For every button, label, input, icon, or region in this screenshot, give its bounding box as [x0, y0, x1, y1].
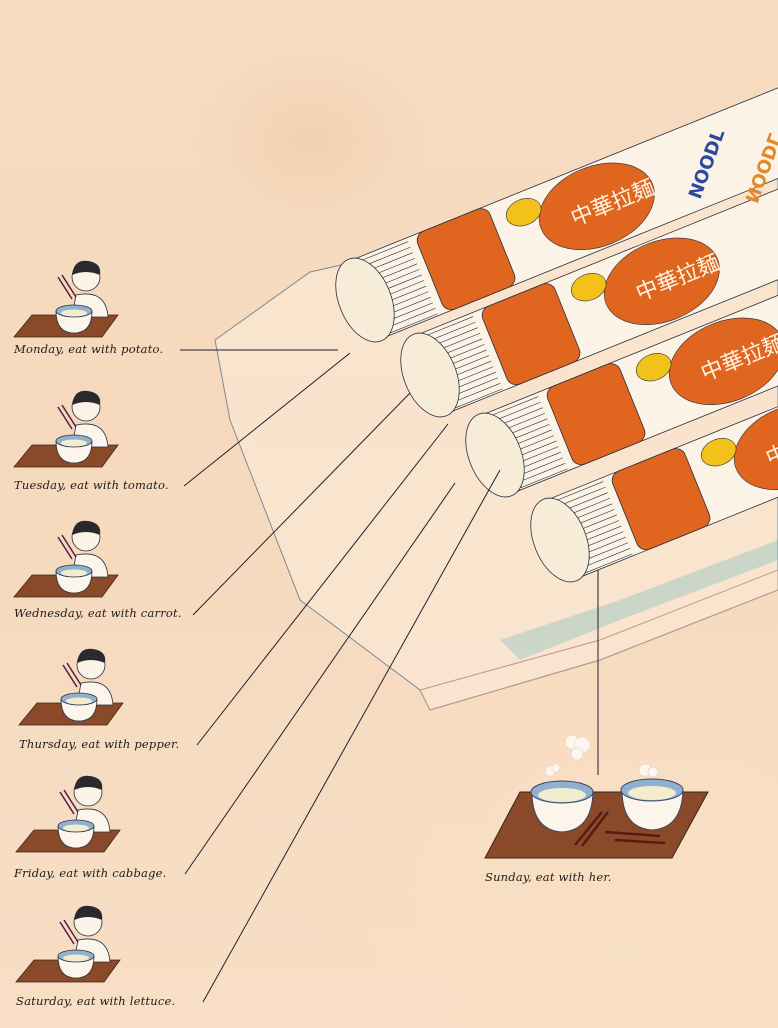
steam [544, 734, 659, 778]
caption-sunday: Sunday, eat with her. [485, 870, 612, 884]
pointer-line [196, 423, 449, 746]
bowl-left [530, 780, 594, 833]
noodle-roll: 中華拉麺 [465, 205, 778, 498]
diner-thursday [18, 648, 124, 726]
noodle-roll: 中華拉麺 [530, 290, 778, 583]
bag-teal-shadow [500, 540, 778, 660]
diner-tuesday [13, 390, 119, 468]
caption-saturday: Saturday, eat with lettuce. [16, 994, 176, 1008]
pointer-line [183, 352, 351, 487]
noodle-roll: 中華拉麺 [400, 125, 778, 418]
caption-thursday: Thursday, eat with pepper. [19, 737, 180, 751]
noodle-roll: 中華拉麺 [335, 50, 778, 343]
bag-hatched-edge [419, 569, 778, 711]
diner-saturday [15, 905, 121, 983]
sunday-table [484, 734, 709, 859]
pointer-line [184, 482, 456, 875]
diner-friday [15, 775, 121, 853]
chopsticks [574, 811, 603, 846]
caption-wednesday: Wednesday, eat with carrot. [14, 606, 182, 620]
diner-monday [13, 260, 119, 338]
pointer-line [202, 469, 501, 1003]
bowl-right [620, 778, 684, 831]
caption-friday: Friday, eat with cabbage. [14, 866, 167, 880]
caption-monday: Monday, eat with potato. [14, 342, 164, 356]
pointer-line [192, 392, 411, 616]
caption-tuesday: Tuesday, eat with tomato. [14, 478, 169, 492]
diner-wednesday [13, 520, 119, 598]
